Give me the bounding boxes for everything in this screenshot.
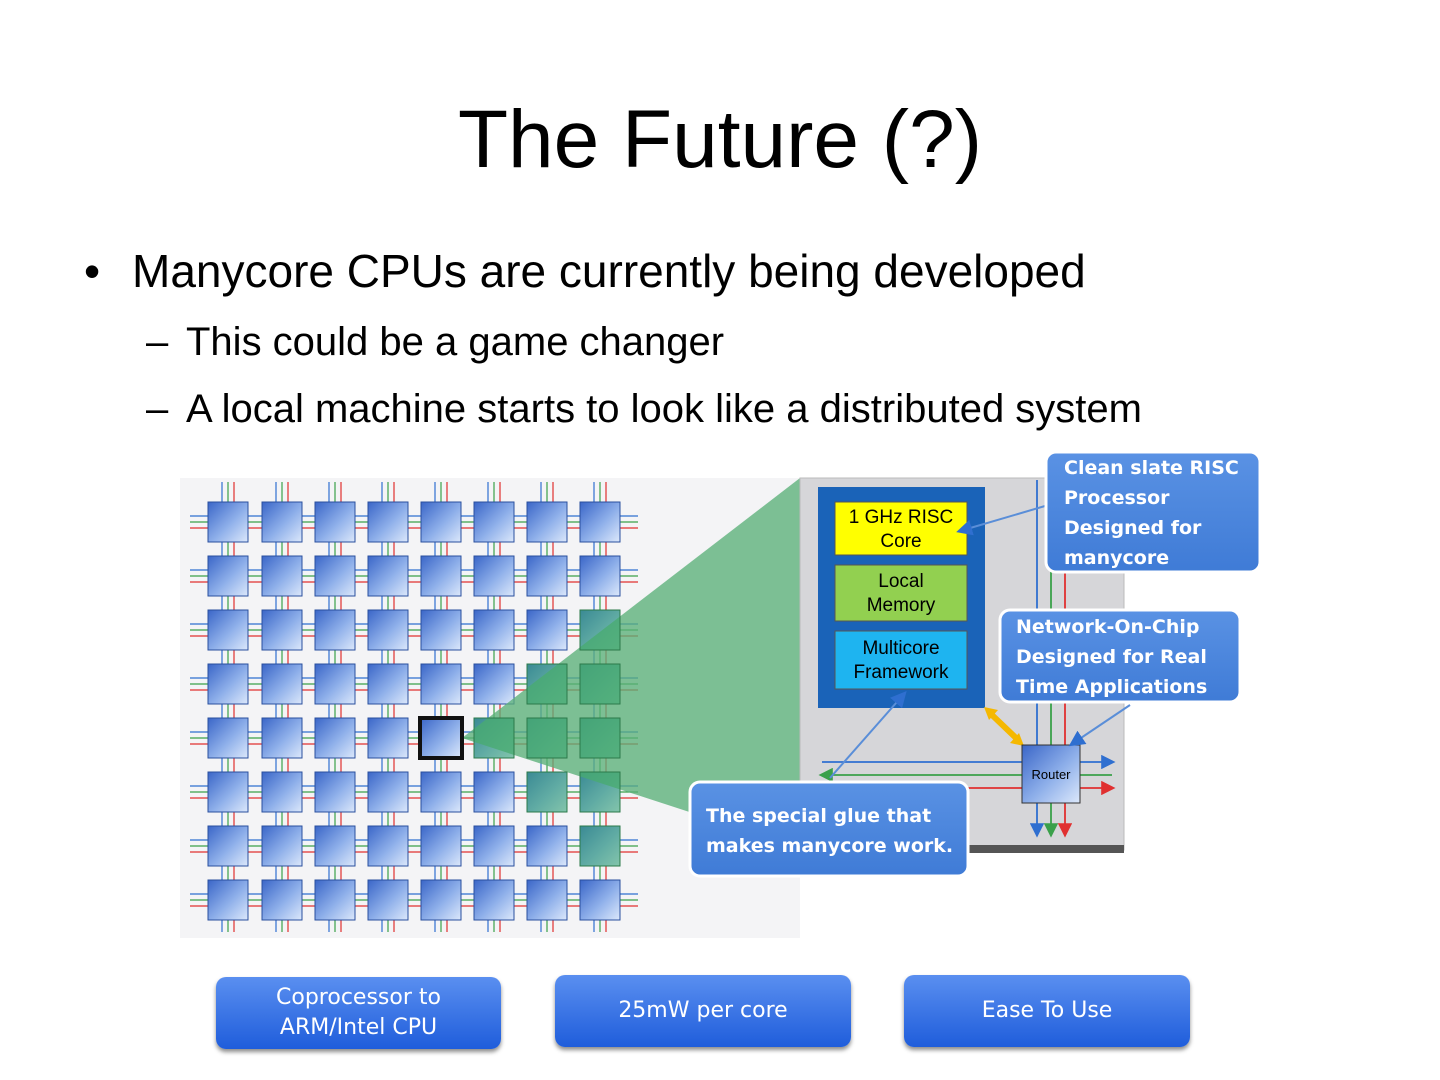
highlighted-core-tile bbox=[579, 609, 621, 651]
core-tile bbox=[314, 771, 356, 813]
local-memory-block bbox=[834, 564, 968, 622]
core-tile bbox=[207, 555, 249, 597]
coprocessor-button: Coprocessor to ARM/Intel CPU bbox=[216, 977, 501, 1049]
core-grid bbox=[207, 501, 621, 921]
core-tile bbox=[473, 609, 515, 651]
double-arrow-icon bbox=[984, 707, 1024, 746]
dash-icon: – bbox=[146, 387, 169, 431]
core-tile bbox=[207, 663, 249, 705]
core-tile bbox=[314, 609, 356, 651]
core-tile bbox=[420, 771, 462, 813]
selected-core-outline bbox=[418, 716, 464, 760]
core-tile bbox=[207, 879, 249, 921]
highlighted-core-tile bbox=[526, 663, 568, 705]
dash-icon: – bbox=[146, 320, 169, 364]
highlighted-core-tile bbox=[473, 717, 515, 759]
core-tile bbox=[473, 555, 515, 597]
core-tile bbox=[314, 663, 356, 705]
highlighted-core-tile bbox=[579, 771, 621, 813]
core-tile bbox=[207, 501, 249, 543]
core-tile bbox=[526, 879, 568, 921]
core-tile bbox=[473, 501, 515, 543]
core-tile bbox=[473, 771, 515, 813]
ease-of-use-button: Ease To Use bbox=[904, 975, 1190, 1047]
core-tile bbox=[314, 717, 356, 759]
router-box bbox=[1021, 744, 1081, 804]
core-tile bbox=[367, 609, 409, 651]
core-tile bbox=[473, 825, 515, 867]
core-tile bbox=[207, 609, 249, 651]
core-tile bbox=[526, 609, 568, 651]
core-tile bbox=[420, 825, 462, 867]
sub-bullet-text: A local machine starts to look like a di… bbox=[186, 387, 1142, 431]
core-tile bbox=[207, 771, 249, 813]
highlighted-core-tile bbox=[579, 717, 621, 759]
core-tile bbox=[314, 879, 356, 921]
core-tile bbox=[526, 501, 568, 543]
core-tile bbox=[207, 717, 249, 759]
core-tile bbox=[261, 879, 303, 921]
core-tile bbox=[261, 825, 303, 867]
core-tile bbox=[261, 771, 303, 813]
risc-core-block bbox=[834, 501, 968, 556]
core-tile bbox=[314, 825, 356, 867]
core-tile bbox=[367, 879, 409, 921]
core-tile bbox=[420, 555, 462, 597]
core-tile bbox=[526, 555, 568, 597]
slide-title: The Future (?) bbox=[457, 94, 983, 185]
core-tile bbox=[367, 717, 409, 759]
highlighted-core-tile bbox=[526, 717, 568, 759]
core-tile bbox=[207, 825, 249, 867]
core-tile bbox=[314, 501, 356, 543]
highlighted-core-tile bbox=[579, 663, 621, 705]
core-tile bbox=[261, 501, 303, 543]
callout-connectors bbox=[829, 505, 1131, 779]
core-tile bbox=[367, 501, 409, 543]
bullet-item: • Manycore CPUs are currently being devel… bbox=[84, 238, 1086, 304]
core-tile bbox=[420, 501, 462, 543]
sub-bullet-text: This could be a game changer bbox=[186, 320, 725, 364]
core-tile bbox=[420, 879, 462, 921]
highlighted-core-tile bbox=[526, 771, 568, 813]
core-tile bbox=[367, 663, 409, 705]
bullet-text: Manycore CPUs are currently being develo… bbox=[132, 245, 1086, 297]
core-tile bbox=[473, 663, 515, 705]
core-tile bbox=[579, 501, 621, 543]
core-tile bbox=[420, 663, 462, 705]
core-tile bbox=[473, 879, 515, 921]
core-tile bbox=[579, 879, 621, 921]
multicore-framework-block bbox=[834, 630, 968, 690]
core-tile bbox=[314, 555, 356, 597]
core-tile bbox=[261, 717, 303, 759]
core-tile bbox=[420, 609, 462, 651]
core-tile bbox=[367, 771, 409, 813]
sub-bullet-1: –This could be a game changer bbox=[146, 314, 724, 370]
bullet-dot-icon: • bbox=[84, 245, 101, 297]
core-tile bbox=[526, 825, 568, 867]
highlighted-core-tile bbox=[579, 825, 621, 867]
core-tile bbox=[261, 555, 303, 597]
router-label: Router bbox=[1031, 767, 1071, 782]
core-tile bbox=[367, 825, 409, 867]
power-button: 25mW per core bbox=[555, 975, 851, 1047]
core-tile bbox=[261, 663, 303, 705]
core-tile bbox=[261, 609, 303, 651]
core-tile bbox=[420, 717, 462, 759]
sub-bullet-2: –A local machine starts to look like a d… bbox=[146, 381, 1142, 437]
highlighted-cores bbox=[473, 609, 621, 867]
core-tile bbox=[579, 555, 621, 597]
core-tile bbox=[367, 555, 409, 597]
